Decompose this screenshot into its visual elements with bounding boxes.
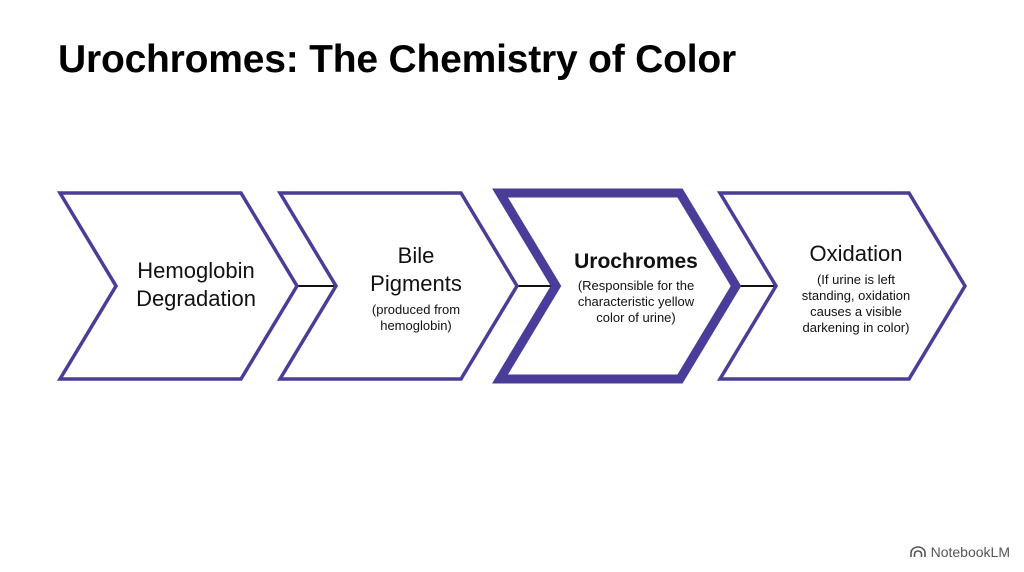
slide-title: Urochromes: The Chemistry of Color xyxy=(58,38,736,81)
step-title: Urochromes xyxy=(574,250,698,273)
step-subtitle: (Responsible for the characteristic yell… xyxy=(577,278,695,325)
step-subtitle: (If urine is left standing, oxidation ca… xyxy=(801,272,911,335)
step-title: Oxidation xyxy=(809,241,903,266)
step-bile-pigments: Bile Pigments (produced from hemoglobin) xyxy=(326,228,506,348)
brand-watermark: NotebookLM xyxy=(909,544,1010,560)
brand-label: NotebookLM xyxy=(930,544,1010,560)
step-oxidation: Oxidation (If urine is left standing, ox… xyxy=(766,228,946,348)
step-title: Hemoglobin Degradation xyxy=(136,258,256,311)
step-title: Bile Pigments xyxy=(370,243,462,296)
step-urochromes: Urochromes (Responsible for the characte… xyxy=(546,232,726,344)
notebooklm-logo-icon xyxy=(909,546,926,557)
step-subtitle: (produced from hemoglobin) xyxy=(371,302,461,333)
chevron-urochromes xyxy=(492,188,742,384)
chevron-bile-pigments xyxy=(276,191,520,381)
chevron-oxidation xyxy=(716,191,968,381)
step-hemoglobin-degradation: Hemoglobin Degradation xyxy=(106,230,286,340)
chevron-hemoglobin-degradation xyxy=(56,191,300,381)
chevrons xyxy=(56,188,968,384)
